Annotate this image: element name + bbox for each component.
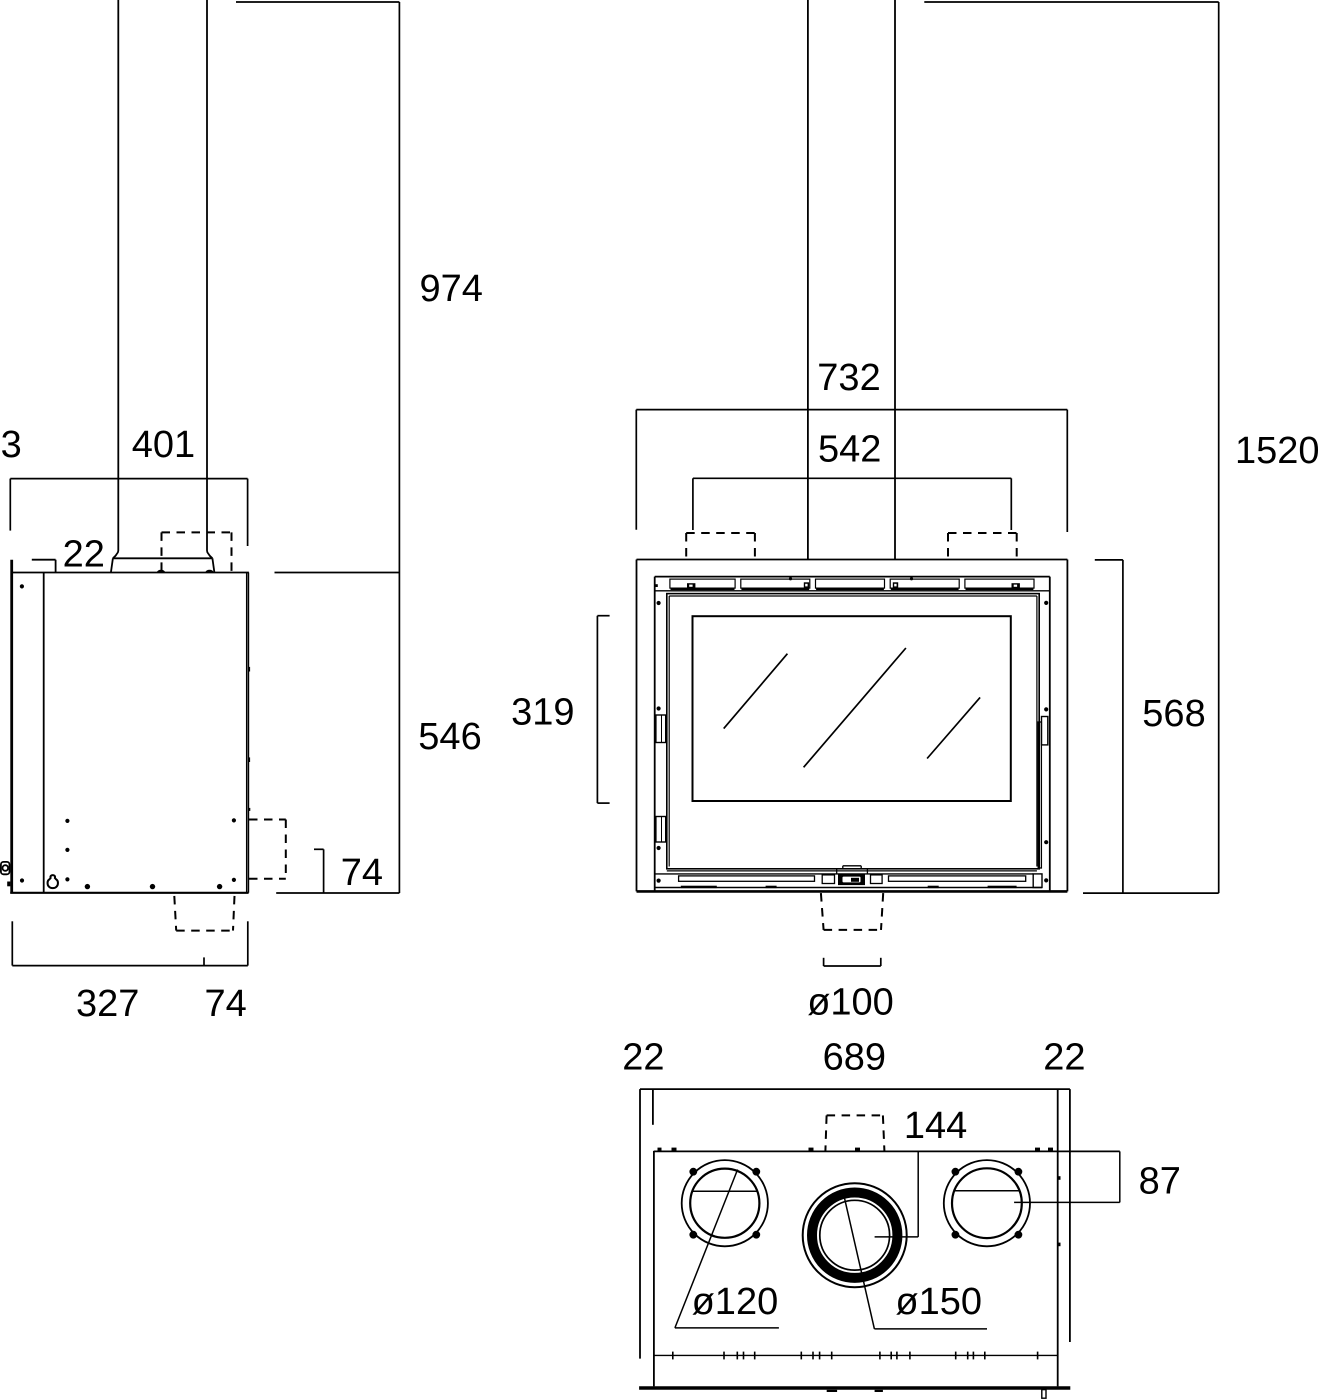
svg-text:ø100: ø100 [807, 981, 894, 1023]
svg-text:3: 3 [1, 424, 22, 466]
svg-text:319: 319 [511, 692, 574, 734]
svg-text:689: 689 [823, 1036, 886, 1078]
svg-text:568: 568 [1142, 693, 1205, 735]
svg-text:542: 542 [818, 429, 881, 471]
svg-text:ø150: ø150 [895, 1281, 982, 1323]
svg-text:ø120: ø120 [692, 1281, 779, 1323]
svg-text:974: 974 [420, 268, 483, 310]
svg-text:87: 87 [1139, 1160, 1181, 1202]
svg-text:144: 144 [904, 1105, 967, 1147]
svg-text:1520: 1520 [1235, 430, 1320, 472]
svg-text:22: 22 [622, 1036, 664, 1078]
svg-text:22: 22 [63, 534, 105, 576]
svg-text:732: 732 [817, 357, 880, 399]
svg-text:401: 401 [132, 424, 195, 466]
svg-text:327: 327 [76, 983, 139, 1025]
svg-text:74: 74 [341, 852, 383, 894]
svg-text:22: 22 [1043, 1036, 1085, 1078]
svg-text:546: 546 [418, 716, 481, 758]
svg-text:74: 74 [205, 983, 247, 1025]
